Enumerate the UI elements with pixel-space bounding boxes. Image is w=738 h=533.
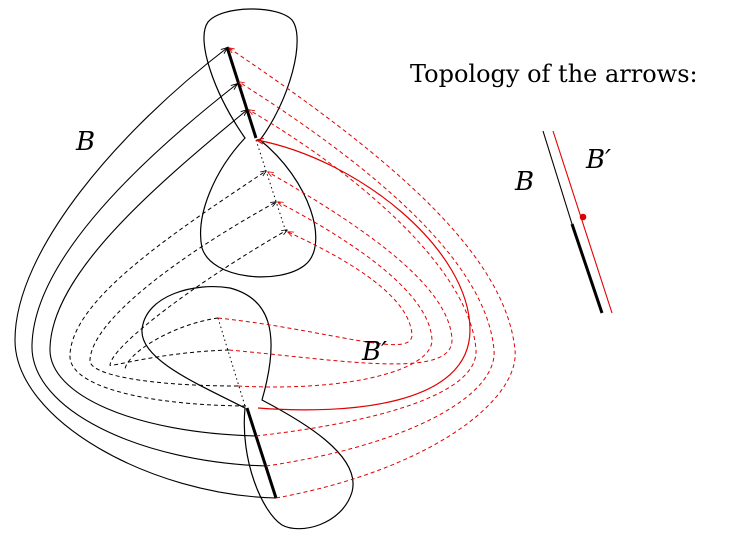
black-arrow-1 [14,48,277,499]
black-arrow-3 [49,110,257,437]
red-dashed-arrow-4 [228,172,453,365]
black-dashed-arrow-2 [89,202,276,387]
label-lower-curve: B′ [361,337,387,367]
inset-label-left: B [514,167,534,197]
red-dashed-arrows [217,48,516,499]
label-upper-curve: B [75,127,95,157]
black-dashed-arrow-1 [69,171,266,407]
red-dashed-arrow-1 [229,48,516,499]
topology-heading: Topology of the arrows: [410,60,698,88]
lower-closed-curve [141,285,354,530]
inset-red-line [552,130,613,314]
red-dashed-arrow-2 [239,82,495,467]
inset-red-point [579,213,587,221]
black-arrow-2 [31,84,267,467]
red-dashed-arrow-5 [237,202,433,388]
upper-closed-curve [200,8,317,278]
inset-thick-black-line [570,223,604,314]
solid-black-arrows [14,48,277,499]
lower-boundary-dotted [217,317,246,407]
black-dashed-arrow-4 [124,317,219,371]
red-dashed-arrow-6 [217,232,413,346]
topology-inset: B B′ [514,130,613,314]
inset-label-right: B′ [585,145,611,175]
red-solid-arrow [257,140,471,411]
upper-boundary-dotted [255,139,287,233]
dashed-black-arrows [69,171,287,407]
black-dashed-arrow-3 [109,230,287,366]
lower-boundary-segment [245,407,278,499]
red-dashed-arrow-3 [249,110,477,437]
inset-thin-black-line [542,130,573,225]
upper-boundary-segment [225,46,258,139]
